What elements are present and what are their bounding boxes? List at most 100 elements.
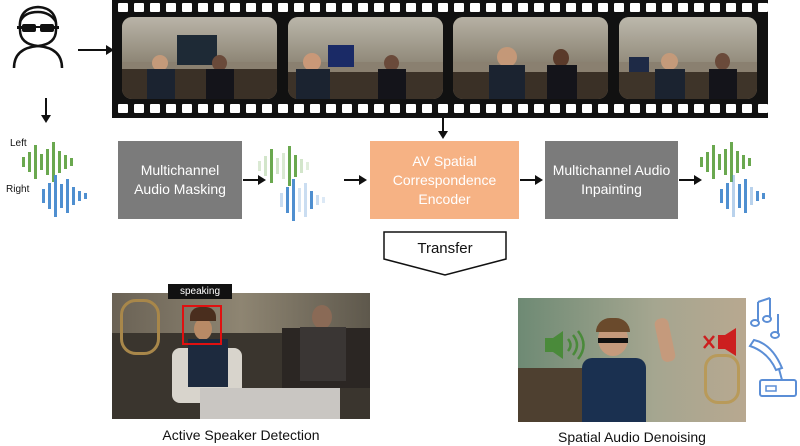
waveform-bar <box>64 155 67 169</box>
film-perforation <box>630 104 640 113</box>
film-perforation <box>262 3 272 12</box>
waveform-bar <box>280 193 283 207</box>
film-perforation <box>598 3 608 12</box>
film-perforation <box>150 104 160 113</box>
film-perforation <box>486 3 496 12</box>
waveform-bar <box>736 151 739 173</box>
film-perforation <box>454 3 464 12</box>
encoder-label: AV Spatial Correspondence Encoder <box>392 152 497 207</box>
film-perforation <box>214 3 224 12</box>
arrow-masked-to-encoder <box>344 175 367 185</box>
film-perforation <box>534 3 544 12</box>
film-perforation <box>710 104 720 113</box>
film-perforation <box>198 104 208 113</box>
arrow-video-to-encoder <box>438 116 448 139</box>
waveform-bar <box>756 191 759 201</box>
right-channel-waveform <box>42 175 87 217</box>
multichannel-audio-masking-box: Multichannel Audio Masking <box>118 141 242 219</box>
waveform-bar <box>292 179 295 221</box>
waveform-bar <box>66 179 69 213</box>
waveform-bar <box>52 142 55 182</box>
arrow-to-video <box>78 45 114 55</box>
film-perforation <box>214 104 224 113</box>
film-perforation <box>166 3 176 12</box>
waveform-bar <box>304 183 307 217</box>
waveform-bar <box>60 184 63 208</box>
film-perforation <box>262 104 272 113</box>
film-perforation <box>246 104 256 113</box>
film-perforation <box>406 104 416 113</box>
waveform-bar <box>40 154 43 170</box>
film-perforation <box>150 3 160 12</box>
video-frame-3 <box>453 17 608 99</box>
waveform-bar <box>282 153 285 179</box>
waveform-bar <box>300 159 303 173</box>
film-perforation <box>422 104 432 113</box>
film-perforation <box>358 3 368 12</box>
film-perforations-bottom <box>112 104 768 113</box>
arrow-to-audio <box>41 98 51 123</box>
masked-waveform <box>258 146 325 221</box>
waveform-bar <box>78 191 81 201</box>
waveform-bar <box>22 157 25 167</box>
right-channel-label: Right <box>6 184 30 195</box>
waveform-bar <box>730 142 733 182</box>
film-perforation <box>230 104 240 113</box>
music-notes-icon <box>750 297 780 339</box>
film-perforation <box>342 104 352 113</box>
speaking-badge: speaking <box>168 284 232 299</box>
waveform-bar <box>726 183 729 209</box>
speaker-on-icon <box>545 330 585 360</box>
waveform-bar <box>706 152 709 172</box>
av-spatial-correspondence-encoder-box: AV Spatial Correspondence Encoder <box>370 141 519 219</box>
waveform-bar <box>738 184 741 208</box>
film-perforation <box>742 3 752 12</box>
transfer-label: Transfer <box>417 240 473 257</box>
film-perforation <box>390 104 400 113</box>
film-perforation <box>630 3 640 12</box>
film-perforation <box>550 104 560 113</box>
film-perforation <box>534 104 544 113</box>
film-perforation <box>646 3 656 12</box>
inpainting-label: Multichannel Audio Inpainting <box>552 162 671 197</box>
film-perforation <box>550 3 560 12</box>
film-perforation <box>166 104 176 113</box>
film-perforation <box>566 104 576 113</box>
arrow-inpainting-to-output <box>679 175 702 185</box>
left-channel-waveform <box>22 142 73 182</box>
film-perforation <box>342 3 352 12</box>
film-perforation <box>598 104 608 113</box>
film-perforation <box>502 3 512 12</box>
arrow-encoder-to-inpainting <box>520 175 543 185</box>
waveform-bar <box>712 145 715 179</box>
film-perforation <box>582 3 592 12</box>
active-speaker-detection-caption: Active Speaker Detection <box>162 427 320 443</box>
film-perforation <box>566 3 576 12</box>
waveform-bar <box>258 161 261 171</box>
waveform-bar <box>72 187 75 205</box>
waveform-bar <box>306 162 309 170</box>
left-channel-label: Left <box>10 138 27 149</box>
film-perforation <box>518 3 528 12</box>
masked-left-waveform <box>258 146 309 186</box>
waveform-bar <box>724 149 727 175</box>
waveform-bar <box>46 149 49 175</box>
film-perforation <box>470 3 480 12</box>
film-perforation <box>230 3 240 12</box>
spatial-audio-denoising-image <box>518 298 746 422</box>
video-frame-2 <box>288 17 443 99</box>
film-perforation <box>118 3 128 12</box>
film-perforation <box>390 3 400 12</box>
film-perforation <box>662 3 672 12</box>
multichannel-audio-inpainting-box: Multichannel Audio Inpainting <box>545 141 678 219</box>
film-perforation <box>438 3 448 12</box>
waveform-bar <box>700 157 703 167</box>
film-perforation <box>438 104 448 113</box>
film-perforation <box>726 104 736 113</box>
film-perforation <box>694 104 704 113</box>
waveform-bar <box>84 193 87 199</box>
film-perforation <box>422 3 432 12</box>
waveform-bar <box>720 189 723 203</box>
waveform-bar <box>42 189 45 203</box>
waveform-bar <box>270 149 273 183</box>
